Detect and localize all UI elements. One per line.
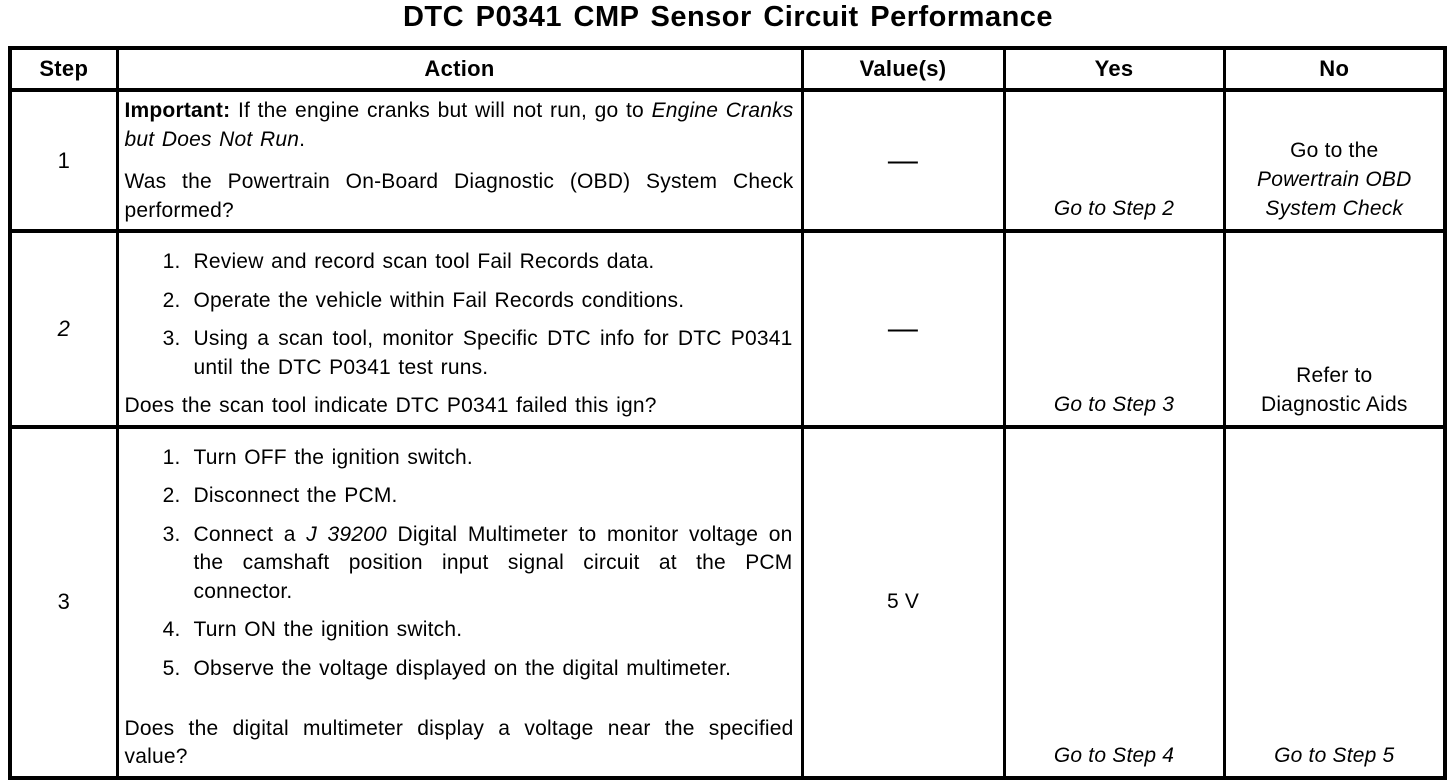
list-item-number: 1. xyxy=(162,445,181,469)
table-row-step-3: 3 1. Turn OFF the ignition switch. 2. Di… xyxy=(8,424,1447,780)
action-list-item: 2. Disconnect the PCM. xyxy=(155,482,794,511)
step-number: 2 xyxy=(57,315,70,341)
list-item-number: 3. xyxy=(162,522,181,546)
no-cell: Go to the Powertrain OBD System Check xyxy=(1222,88,1447,233)
step-number: 1 xyxy=(57,147,70,173)
yes-cell: Go to Step 4 xyxy=(1002,424,1226,780)
step-number: 3 xyxy=(57,589,70,614)
column-header-values: Value(s) xyxy=(800,46,1006,92)
value-text: 5 V xyxy=(886,590,920,613)
diagnostic-table: Step Action Value(s) Yes No 1 Important:… xyxy=(8,46,1447,780)
list-item-text: Operate the vehicle within Fail Records … xyxy=(193,288,685,312)
action-paragraph: Important: If the engine cranks but will… xyxy=(125,97,794,154)
list-item-text: Review and record scan tool Fail Records… xyxy=(193,250,655,273)
action-list-item: 4. Turn ON the ignition switch. xyxy=(155,616,794,645)
action-list: 1. Turn OFF the ignition switch. 2. Disc… xyxy=(125,434,794,694)
list-item-number: 4. xyxy=(162,618,181,641)
action-list-item: 1. Review and record scan tool Fail Reco… xyxy=(155,248,794,277)
action-question: Was the Powertrain On-Board Diagnostic (… xyxy=(124,170,794,222)
list-item-text: Using a scan tool, monitor Specific DTC … xyxy=(193,327,793,379)
value-dash: — xyxy=(887,143,919,177)
important-text: If the engine cranks but will not run, g… xyxy=(230,99,652,122)
yes-directive: Go to Step 2 xyxy=(1053,197,1175,220)
action-cell: Important: If the engine cranks but will… xyxy=(115,88,804,233)
no-directive-reference: Powertrain OBD System Check xyxy=(1256,168,1412,220)
action-list-item: 3. Connect a J 39200 Digital Multimeter … xyxy=(155,521,794,607)
important-reference: Engine Cranks but Does Not Run xyxy=(124,99,794,151)
action-cell: 1. Turn OFF the ignition switch. 2. Disc… xyxy=(115,424,804,780)
table-row-step-1: 1 Important: If the engine cranks but wi… xyxy=(8,88,1447,233)
yes-directive: Go to Step 3 xyxy=(1053,392,1175,416)
list-item-text-pre: Connect a xyxy=(193,522,307,546)
list-item-text: Turn ON the ignition switch. xyxy=(193,618,463,641)
no-cell: Go to Step 5 xyxy=(1222,424,1447,780)
list-item-number: 2. xyxy=(162,484,181,507)
no-cell: Refer to Diagnostic Aids xyxy=(1222,229,1447,429)
value-dash: — xyxy=(887,311,919,345)
important-period: . xyxy=(299,127,306,151)
important-label: Important: xyxy=(124,99,231,122)
yes-cell: Go to Step 3 xyxy=(1002,229,1226,429)
yes-directive: Go to Step 4 xyxy=(1053,743,1175,767)
page-title: DTC P0341 CMP Sensor Circuit Performance xyxy=(402,1,1054,33)
column-header-no: No xyxy=(1222,46,1447,92)
step-number-cell: 2 xyxy=(8,229,119,429)
list-item-text: Connect a J 39200 Digital Multimeter to … xyxy=(194,521,794,607)
value-cell: — xyxy=(800,88,1006,233)
action-question: Does the scan tool indicate DTC P0341 fa… xyxy=(124,394,657,417)
list-item-number: 1. xyxy=(162,250,181,273)
action-cell: 1. Review and record scan tool Fail Reco… xyxy=(115,229,804,429)
action-list-item: 5. Observe the voltage displayed on the … xyxy=(155,655,794,684)
yes-cell: Go to Step 2 xyxy=(1002,88,1226,233)
action-list-item: 1. Turn OFF the ignition switch. xyxy=(155,444,794,473)
list-item-text: Turn OFF the ignition switch. xyxy=(193,445,473,469)
no-directive: Go to Step 5 xyxy=(1274,743,1395,767)
no-directive-line: Diagnostic Aids xyxy=(1260,392,1408,416)
list-item-text: Disconnect the PCM. xyxy=(193,484,398,507)
action-list-item: 2. Operate the vehicle within Fail Recor… xyxy=(155,287,794,316)
action-question: Does the digital multimeter display a vo… xyxy=(124,716,794,769)
step-number-cell: 1 xyxy=(8,88,119,233)
value-cell: — xyxy=(800,229,1006,429)
column-header-yes: Yes xyxy=(1002,46,1226,92)
no-directive-line: Go to the xyxy=(1290,139,1379,162)
value-cell: 5 V xyxy=(800,424,1006,780)
tool-reference: J 39200 xyxy=(306,522,387,546)
list-item-number: 2. xyxy=(162,288,181,312)
no-directive-line: Refer to xyxy=(1296,363,1373,387)
table-row-step-2: 2 1. Review and record scan tool Fail Re… xyxy=(8,229,1447,429)
action-list: 1. Review and record scan tool Fail Reco… xyxy=(125,238,794,392)
column-header-step: Step xyxy=(8,46,119,92)
list-item-text: Observe the voltage displayed on the dig… xyxy=(193,656,732,680)
step-number-cell: 3 xyxy=(8,424,119,780)
list-item-text-post: Digital Multimeter to monitor voltage on… xyxy=(193,522,793,603)
list-item-number: 3. xyxy=(162,327,181,350)
header-row: Step Action Value(s) Yes No xyxy=(8,46,1447,92)
action-list-item: 3. Using a scan tool, monitor Specific D… xyxy=(155,325,794,382)
list-item-number: 5. xyxy=(162,656,181,680)
column-header-action: Action xyxy=(115,46,804,92)
